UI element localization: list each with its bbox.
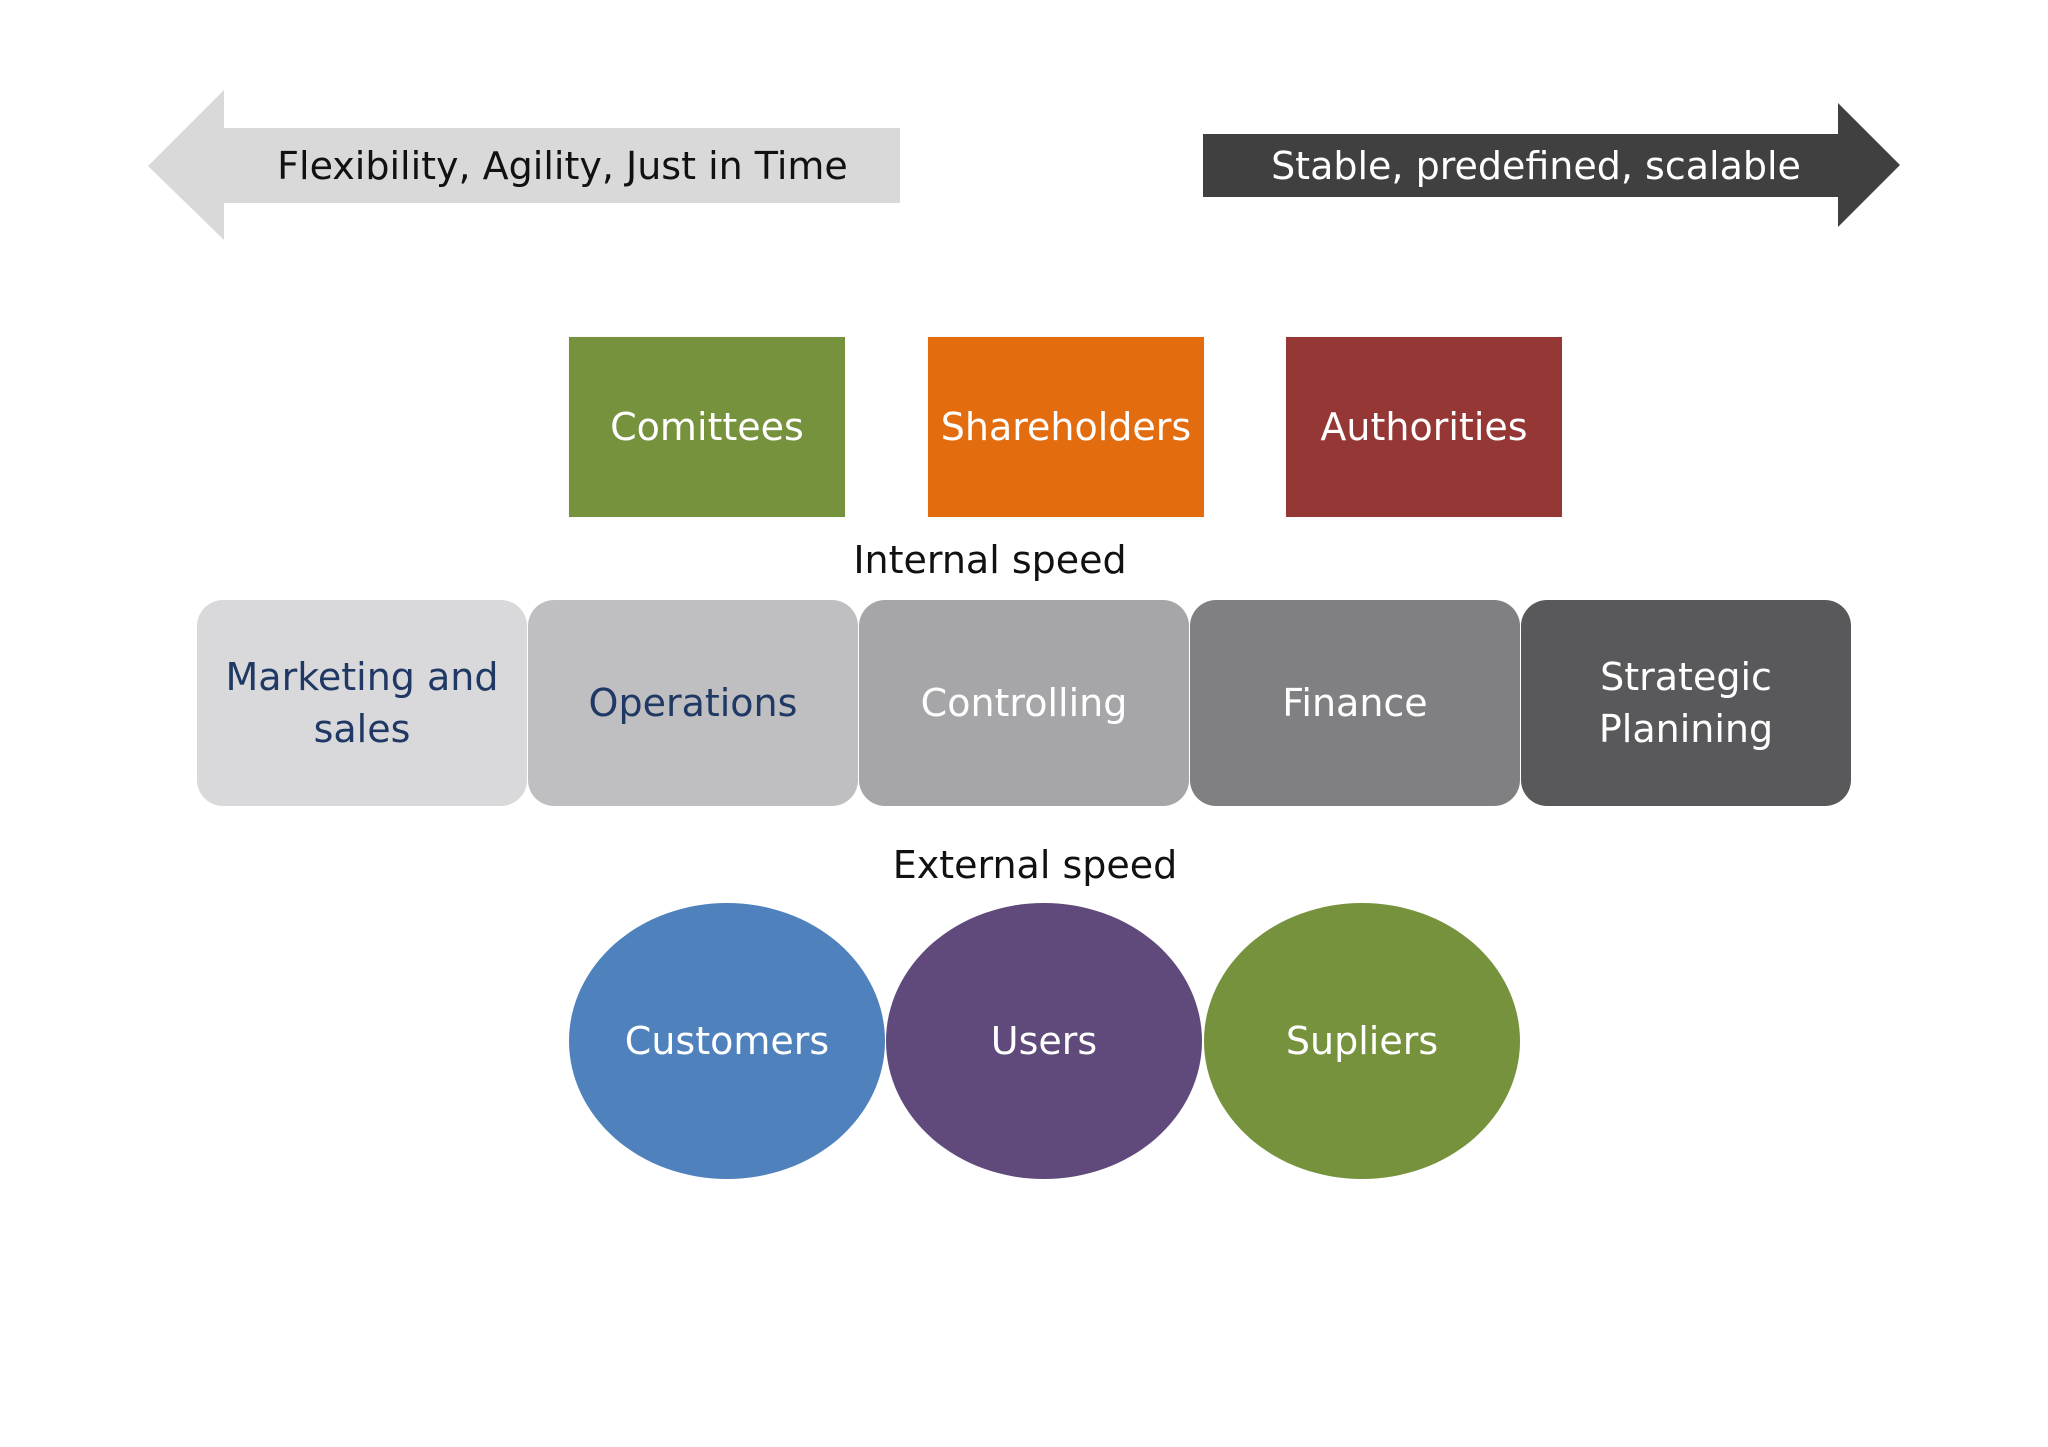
department-marketing-and-sales: Marketing and sales: [197, 600, 527, 806]
internal-speed-label: Internal speed: [853, 538, 1127, 582]
department-controlling: Controlling: [859, 600, 1189, 806]
external-party-supliers: Supliers: [1204, 903, 1520, 1179]
right-arrow-shape: [1203, 103, 1900, 227]
left-arrow-label: Flexibility, Agility, Just in Time: [277, 144, 848, 188]
department-finance: Finance: [1190, 600, 1520, 806]
department-strategic-planining: Strategic Planining: [1521, 600, 1851, 806]
right-arrow-label: Stable, predefined, scalable: [1271, 144, 1801, 188]
external-speed-label: External speed: [892, 843, 1178, 887]
stakeholder-box-comittees: Comittees: [569, 337, 845, 517]
department-operations: Operations: [528, 600, 858, 806]
stakeholder-box-shareholders: Shareholders: [928, 337, 1204, 517]
left-arrow-shape: [148, 90, 900, 240]
external-party-users: Users: [886, 903, 1202, 1179]
external-party-customers: Customers: [569, 903, 885, 1179]
stakeholder-box-authorities: Authorities: [1286, 337, 1562, 517]
